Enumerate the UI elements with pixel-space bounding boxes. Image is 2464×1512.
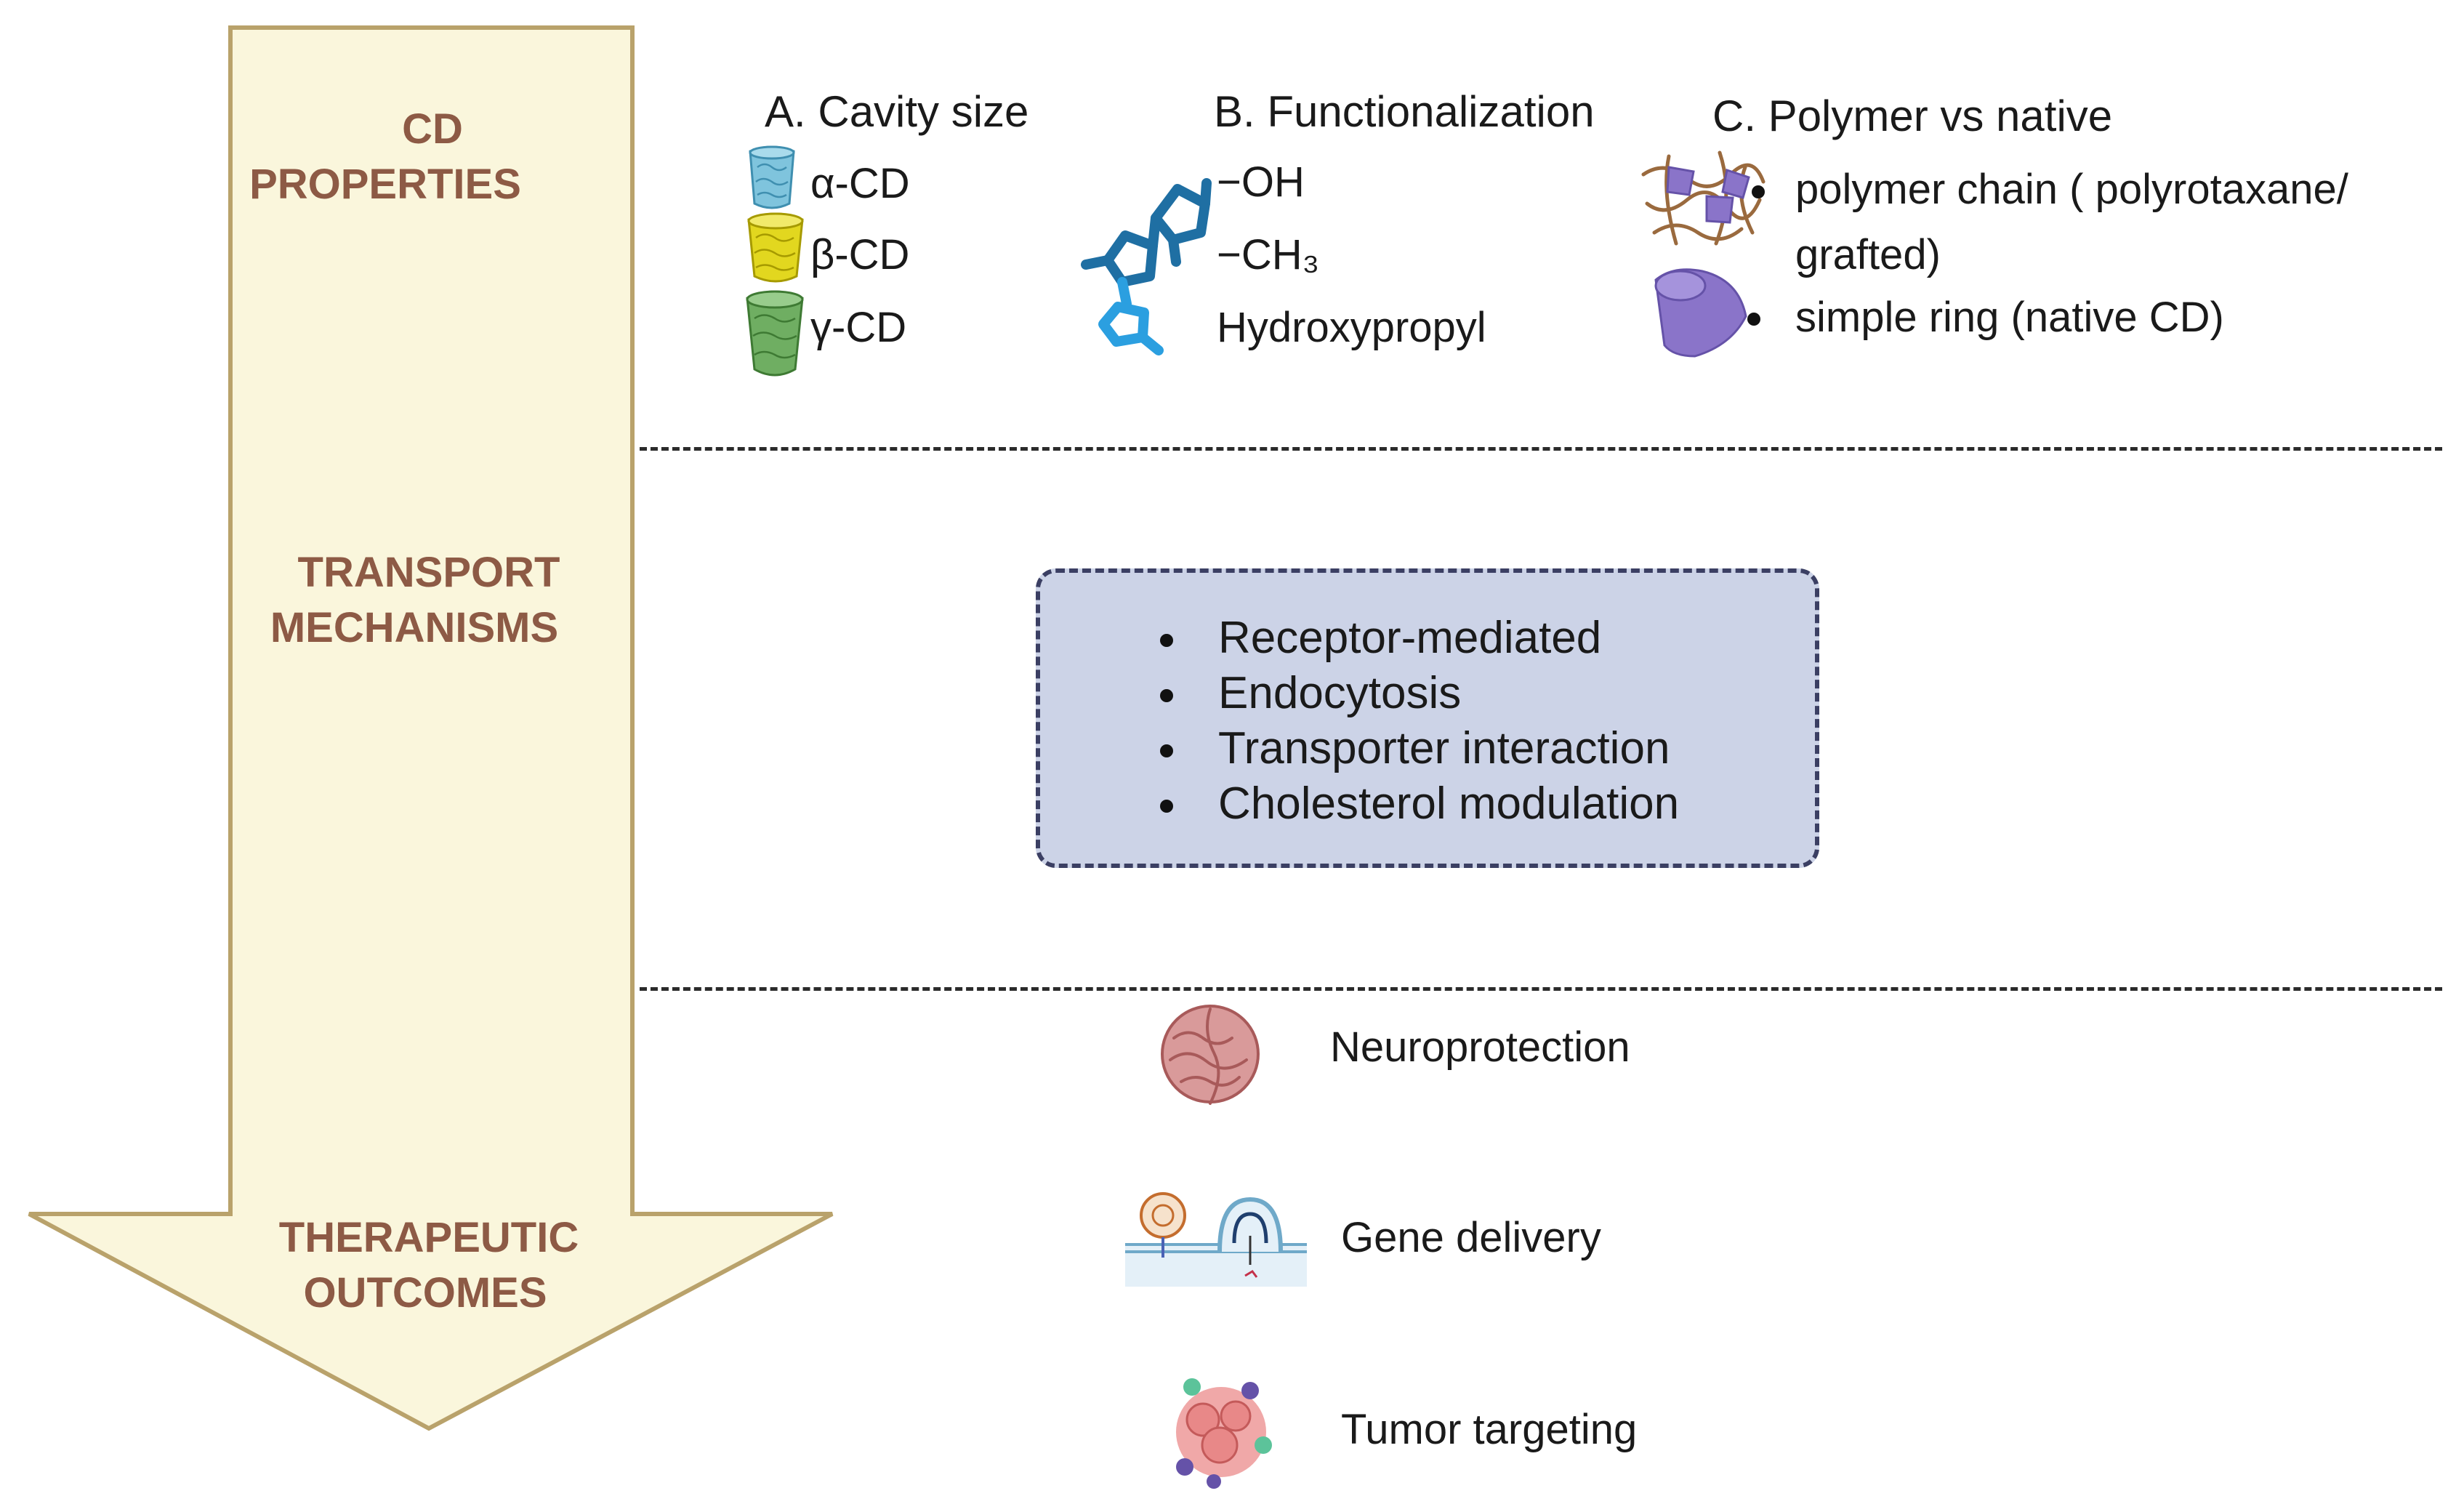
stage-therapeutic-outcomes: THERAPEUTIC OUTCOMES — [0, 1210, 858, 1321]
flow-arrow — [28, 25, 834, 1431]
beta-cd-icon — [747, 212, 804, 283]
stage-label-line: MECHANISMS — [270, 604, 559, 651]
gene-delivery-icon — [1125, 1192, 1307, 1287]
stage-cd-properties: CD PROPERTIES — [0, 102, 858, 212]
molecule-structure-icon — [1081, 178, 1212, 355]
polymer-chain-icon — [1641, 150, 1766, 246]
outcome-tumor-targeting: Tumor targeting — [1341, 1406, 1638, 1453]
native-cd-ring-icon — [1654, 268, 1747, 358]
stage-label-line: TRANSPORT — [297, 549, 560, 596]
stage-label-line: CD — [402, 105, 463, 153]
functional-group-ch3: −CH₃ — [1217, 231, 1320, 278]
mechanism-item: Receptor-mediated — [1160, 611, 1679, 666]
functionalization-title: B. Functionalization — [1214, 87, 1595, 136]
polymer-item-chain: polymer chain ( polyrotaxane/ — [1795, 166, 2348, 213]
polymer-item-chain-cont: grafted) — [1795, 231, 1941, 278]
polymer-native-title: C. Polymer vs native — [1712, 92, 2113, 140]
transport-mechanisms-box: Receptor-mediated Endocytosis Transporte… — [1036, 568, 1819, 868]
stage-label-line: THERAPEUTIC — [278, 1214, 579, 1261]
polymer-item-native: simple ring (native CD) — [1795, 294, 2224, 341]
mechanism-list: Receptor-mediated Endocytosis Transporte… — [1160, 611, 1679, 832]
gamma-cd-icon — [746, 290, 804, 377]
mechanism-item: Cholesterol modulation — [1160, 776, 1679, 832]
bullet-marker — [1752, 185, 1765, 198]
outcome-neuroprotection: Neuroprotection — [1330, 1024, 1630, 1071]
alpha-cd-icon — [749, 145, 795, 209]
functional-group-hydroxypropyl: Hydroxypropyl — [1217, 304, 1486, 351]
outcome-gene-delivery: Gene delivery — [1341, 1214, 1601, 1261]
stage-label-line: OUTCOMES — [303, 1269, 547, 1316]
stage-label-line: PROPERTIES — [249, 161, 521, 208]
cavity-item-alpha: α-CD — [810, 160, 910, 207]
separator-line — [640, 447, 2442, 451]
tumor-icon — [1176, 1378, 1272, 1489]
brain-icon — [1161, 1005, 1260, 1105]
bullet-marker — [1747, 313, 1760, 326]
stage-transport-mechanisms: TRANSPORT MECHANISMS — [0, 545, 829, 656]
cavity-item-beta: β-CD — [810, 231, 910, 278]
mechanism-item: Endocytosis — [1160, 666, 1679, 721]
cavity-size-title: A. Cavity size — [765, 87, 1029, 136]
separator-line — [640, 987, 2442, 991]
cavity-item-gamma: γ-CD — [810, 304, 907, 351]
mechanism-item: Transporter interaction — [1160, 721, 1679, 776]
functional-group-oh: −OH — [1217, 158, 1305, 206]
